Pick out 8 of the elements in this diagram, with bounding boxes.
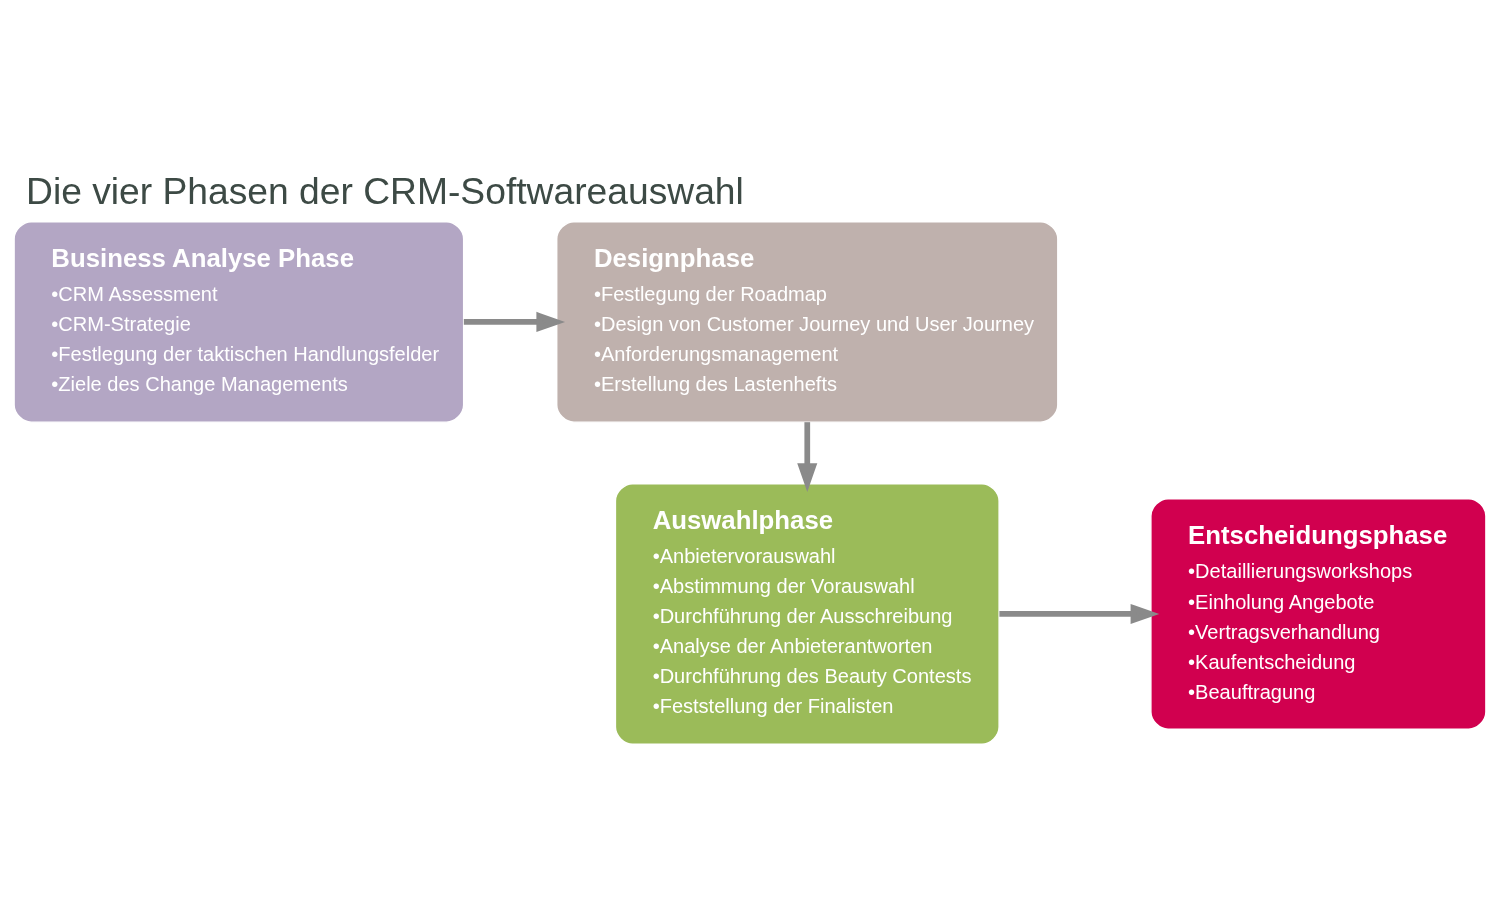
node-box: Designphase •Festlegung der Roadmap •Design von Customer Journey und User Journey •Anforderungsmanagement •Erstellung des Lastenhefts	[556, 220, 1059, 423]
node-box: Auswahlphase •Anbietervorauswahl •Abstimmung der Vorauswahl •Durchführung der Ausschreibung •Analyse der Anbieterantworten •Durchführung des Beauty Contests •Feststellung der Finalisten	[614, 482, 1000, 745]
node-box: Business Analyse Phase •CRM Assessment •CRM-Strategie •Festlegung der taktischen Handlungsfelder •Ziele des Change Managements	[13, 220, 465, 423]
node-box: Entscheidungsphase •Detaillierungsworkshops •Einholung Angebote •Vertragsverhandlung •Kaufentscheidung •Beauftragung	[1150, 497, 1487, 730]
arrow	[797, 421, 818, 492]
arrow	[463, 311, 566, 332]
arrow	[999, 603, 1160, 624]
diagram-title: Die vier Phasen der CRM-Softwareauswahl	[26, 169, 744, 212]
